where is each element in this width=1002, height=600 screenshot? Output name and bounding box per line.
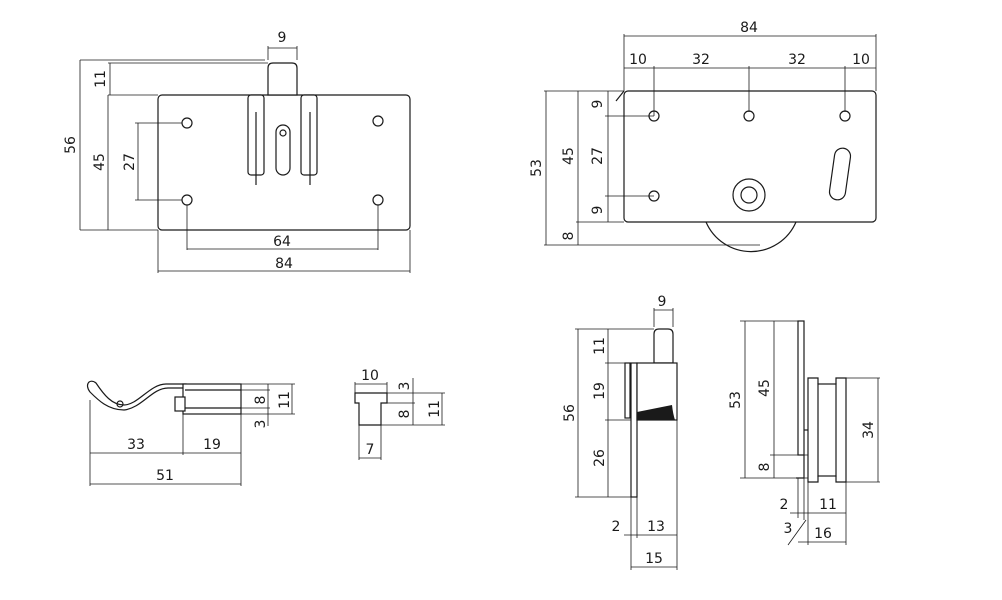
dim-label: 27	[122, 153, 138, 171]
dim-label: 56	[562, 404, 578, 422]
side-view-b: 53 45 8 34 2 11 3 16	[728, 320, 880, 546]
mounting-plate	[623, 90, 877, 223]
side-plate	[797, 320, 805, 456]
hole	[372, 115, 384, 127]
dim-label: 13	[647, 519, 665, 535]
dim-label: 3	[253, 420, 269, 429]
plate-front-view: 9 11 56 45 27 64 84	[63, 30, 411, 273]
dim-label: 45	[92, 153, 108, 171]
side-flange	[624, 362, 631, 419]
slot-hole	[279, 129, 287, 137]
dim-label: 19	[203, 437, 221, 453]
rail-profile: 8 11 3 33 19 51	[86, 380, 295, 486]
dim-label: 2	[780, 497, 789, 513]
dim-label: 27	[590, 147, 606, 165]
stopper-profile: 10 3 8 11 7	[354, 368, 445, 460]
dim-label: 10	[629, 52, 647, 68]
wheel-groove	[817, 383, 837, 477]
dim-label: 11	[427, 400, 443, 418]
dim-label: 3	[784, 521, 793, 537]
dim-label: 15	[645, 551, 663, 567]
dim-label: 8	[757, 463, 773, 472]
dim-label: 11	[592, 337, 608, 355]
rail-hook	[86, 380, 187, 411]
dim-label: 32	[692, 52, 710, 68]
dim-label: 11	[819, 497, 837, 513]
center-slot	[275, 124, 291, 176]
dim-label: 7	[366, 442, 375, 458]
dim-label: 8	[253, 396, 269, 405]
guide-bracket-right	[300, 94, 318, 176]
dim-label: 45	[757, 379, 773, 397]
wheel-axle	[740, 186, 758, 204]
dim-label: 9	[590, 206, 606, 215]
dim-label: 10	[852, 52, 870, 68]
plate-wheel-view: 84 10 32 32 10 53 45 8 9 27 9	[529, 20, 877, 253]
dim-label: 56	[63, 136, 79, 154]
dim-label: 34	[861, 421, 877, 439]
dim-label: 64	[273, 234, 291, 250]
dim-label: 9	[278, 30, 287, 46]
plate-foot	[796, 455, 805, 479]
dim-label: 53	[728, 391, 744, 409]
side-plate	[630, 362, 638, 498]
dim-label: 84	[740, 20, 758, 36]
adjustment-slot	[828, 147, 852, 201]
dim-label: 9	[590, 100, 606, 109]
dim-label: 53	[529, 159, 545, 177]
dim-label: 19	[592, 382, 608, 400]
dim-label: 8	[397, 410, 413, 419]
dim-label: 51	[156, 468, 174, 484]
dim-label: 16	[814, 526, 832, 542]
dim-label: 11	[277, 391, 293, 409]
top-tab	[653, 328, 674, 364]
dim-label: 3	[397, 382, 413, 391]
top-tab	[267, 62, 298, 96]
dim-label: 84	[275, 256, 293, 272]
rail-lip	[174, 396, 186, 412]
dim-label: 8	[561, 232, 577, 241]
dim-label: 26	[592, 449, 608, 467]
bracket-wedge	[637, 405, 675, 420]
wheel-hub	[732, 178, 766, 212]
dim-label: 2	[612, 519, 621, 535]
stopper-body	[354, 392, 388, 426]
dim-label: 33	[127, 437, 145, 453]
dim-label: 9	[658, 294, 667, 310]
dim-label: 45	[561, 147, 577, 165]
wheel-visible-outline	[705, 221, 797, 253]
dim-label: 10	[361, 368, 379, 384]
dim-label: 32	[788, 52, 806, 68]
rail-body	[182, 383, 242, 415]
side-view-a: 9 56 11 19 26 2 13 15	[562, 294, 678, 570]
dim-label: 11	[93, 70, 109, 88]
